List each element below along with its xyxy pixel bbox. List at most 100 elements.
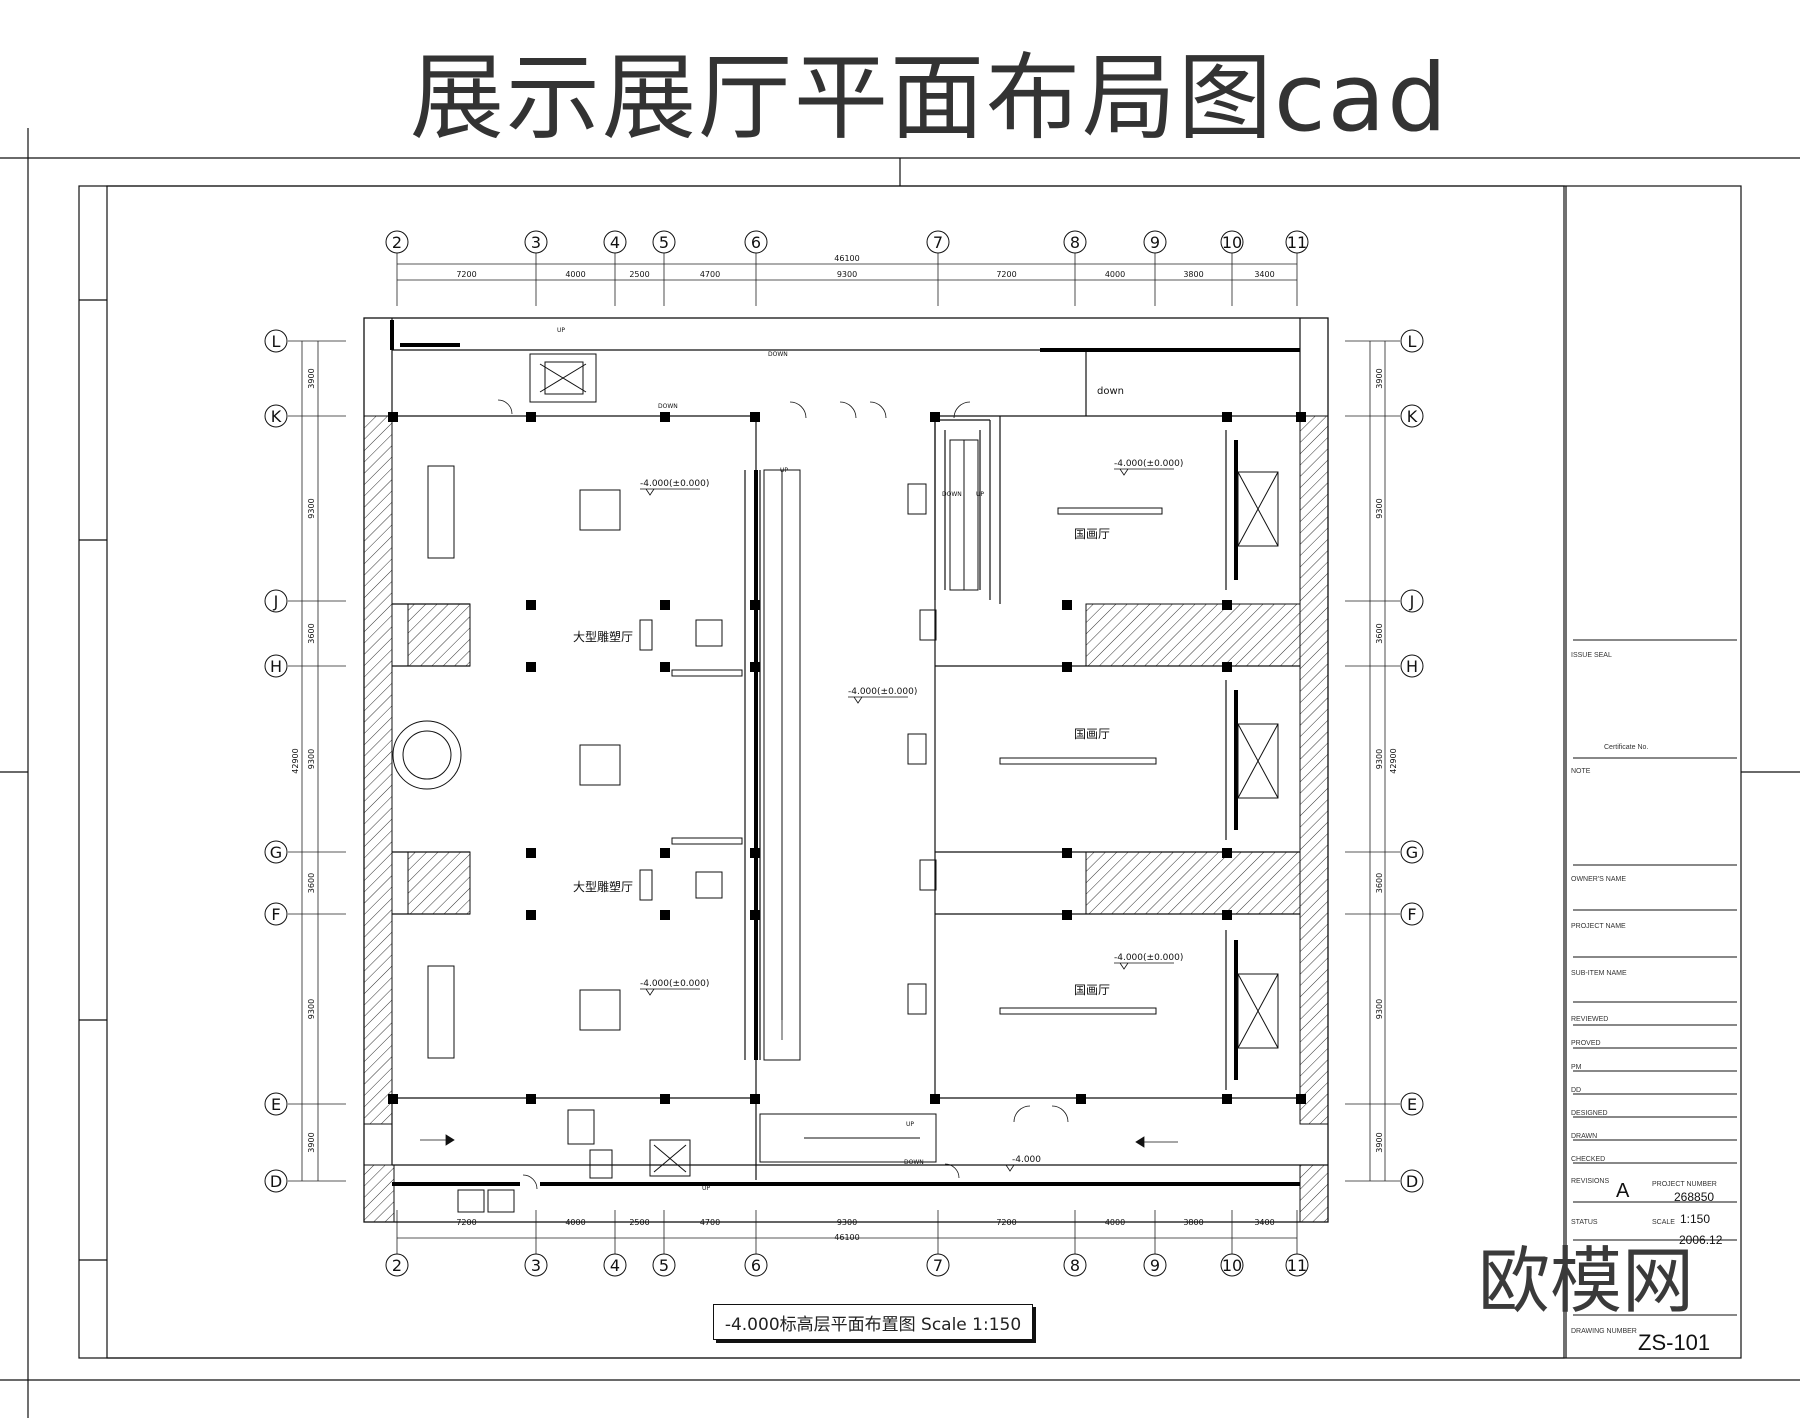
tb-revision-value: A [1616,1180,1630,1202]
tb-dd: DD [1571,1087,1582,1094]
svg-text:J: J [273,592,279,611]
level-mark: -4.000(±0.000) [640,979,709,989]
flow-arrows [420,700,1178,1148]
dimension-text: 3400 [1254,270,1274,279]
dimension-total: 46100 [834,254,859,263]
tb-project-number-label: PROJECT NUMBER [1652,1181,1717,1188]
level-mark: -4.000(±0.000) [848,687,917,697]
svg-text:7: 7 [933,233,943,252]
tb-status: STATUS [1571,1219,1598,1226]
dimension-text: 3900 [1375,1132,1384,1152]
svg-text:11: 11 [1287,1256,1307,1275]
svg-text:K: K [271,407,282,426]
grid-bubble-row-J: J [1400,589,1424,613]
room-label-painting-2: 国画厅 [1074,727,1110,741]
dimension-text: 3600 [307,623,316,643]
stair-label-down: down [1097,386,1124,397]
drawing-caption: -4.000标高层平面布置图 Scale 1:150 [713,1304,1033,1340]
svg-text:7: 7 [933,1256,943,1275]
svg-text:E: E [1407,1095,1417,1114]
display-plinths [392,353,1279,1213]
stair-label: DOWN [904,1159,924,1166]
tb-scale-value: 1:150 [1680,1212,1711,1226]
tb-drawing-number: ZS-101 [1638,1330,1711,1355]
dimension-text: 3900 [307,368,316,388]
tb-pm: PM [1571,1064,1582,1071]
grid-bubble-col-6: 6 [744,230,768,254]
stair-label: UP [976,491,984,498]
dimension-left [301,341,319,1181]
dimension-text: 9300 [307,749,316,769]
stair-label: UP [906,1121,914,1128]
svg-text:F: F [1407,905,1416,924]
svg-text:9: 9 [1150,233,1160,252]
room-label-painting-3: 国画厅 [1074,983,1110,997]
dimension-text: 3900 [307,1132,316,1152]
room-label-sculpture-2: 大型雕塑厅 [573,879,633,894]
grid-bubble-row-F: F [264,902,288,926]
dimension-text: 3600 [1375,873,1384,893]
svg-text:6: 6 [751,233,761,252]
svg-text:4: 4 [610,1256,620,1275]
grid-bubble-col-10: 10 [1220,230,1244,254]
stair-label: UP [780,467,788,474]
dimension-right [1369,341,1386,1181]
stair-label: DOWN [768,351,788,358]
tb-revisions: REVISIONS [1571,1178,1610,1185]
stair-label: UP [557,327,565,334]
dimension-total: 42900 [291,748,300,773]
room-label-painting-1: 国画厅 [1074,527,1110,541]
svg-text:J: J [1409,592,1415,611]
dimension-text: 9300 [307,999,316,1019]
grid-bubble-col-6: 6 [744,1253,768,1277]
svg-text:8: 8 [1070,1256,1080,1275]
grid-bubble-row-J: J [264,589,288,613]
tb-project-name: PROJECT NAME [1571,923,1626,930]
svg-text:5: 5 [659,1256,669,1275]
svg-text:L: L [272,332,281,351]
dimension-text: 3900 [1375,368,1384,388]
svg-text:H: H [270,657,282,676]
stair-label: UP [702,1185,710,1192]
svg-text:D: D [270,1172,282,1191]
grid-bubble-col-4: 4 [603,1253,627,1277]
structural-columns [388,412,1306,1104]
svg-text:H: H [1406,657,1418,676]
svg-text:9: 9 [1150,1256,1160,1275]
tb-scale-label: SCALE [1652,1219,1675,1226]
tb-issue-seal: ISSUE SEAL [1571,652,1612,659]
grid-bubble-col-5: 5 [652,230,676,254]
dimension-text: 7200 [456,270,476,279]
grid-bubble-row-L: L [1400,329,1424,353]
grid-bubble-col-10: 10 [1220,1253,1244,1277]
page-title: 展示展厅平面布局图cad [410,44,1449,153]
dimension-text: 2500 [629,270,649,279]
grid-bubble-row-G: G [1400,840,1424,864]
grid-bubble-row-D: D [1400,1169,1424,1193]
grid-bubble-row-L: L [264,329,288,353]
door-swings [497,399,1069,1190]
level-mark: -4.000(±0.000) [1114,459,1183,469]
dimension-text: 3600 [1375,623,1384,643]
grid-bubble-col-7: 7 [926,1253,950,1277]
tb-drawn: DRAWN [1571,1133,1598,1140]
svg-text:3: 3 [531,233,541,252]
dimension-text: 3800 [1183,270,1203,279]
grid-bubble-col-2: 2 [385,230,409,254]
dimension-text: 7200 [996,270,1016,279]
svg-text:G: G [270,843,282,862]
grid-bubble-col-9: 9 [1143,230,1167,254]
tb-designed: DESIGNED [1571,1110,1608,1117]
svg-text:3: 3 [531,1256,541,1275]
grid-bubble-row-D: D [264,1169,288,1193]
grid-bubble-row-G: G [264,840,288,864]
svg-text:F: F [271,905,280,924]
tb-proved: PROVED [1571,1040,1601,1047]
grid-bubble-col-11: 11 [1285,230,1309,254]
level-mark: -4.000 [1012,1155,1041,1165]
dimension-total: 46100 [834,1233,859,1242]
svg-text:2: 2 [392,233,402,252]
hatched-walls [363,415,1329,1223]
